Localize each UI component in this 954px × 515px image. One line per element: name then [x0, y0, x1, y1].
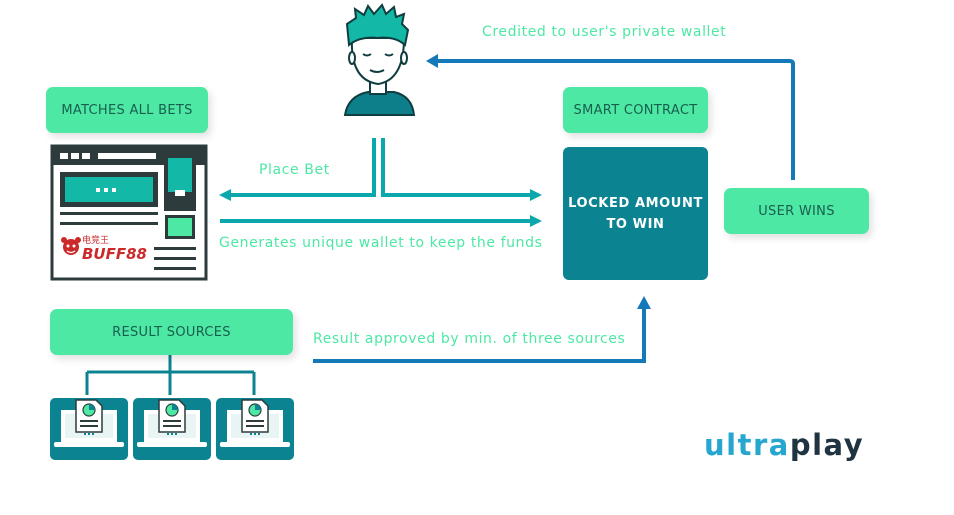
- laptop-document-icon: [50, 398, 128, 460]
- locked-amount-node: LOCKED AMOUNT TO WIN: [563, 147, 708, 280]
- svg-text:BUFF88: BUFF88: [82, 245, 147, 263]
- place-bet-arrow: [230, 138, 376, 197]
- bet-to-contract-arrow: [381, 138, 532, 197]
- source-laptop-1: [50, 398, 128, 464]
- source-laptop-2: [133, 398, 211, 464]
- locked-amount-line-1: LOCKED AMOUNT: [568, 195, 703, 211]
- locked-amount-line-2: TO WIN: [606, 216, 665, 232]
- ultraplay-logo: ultraplay: [704, 428, 864, 462]
- logo-play: play: [789, 428, 865, 462]
- laptop-document-icon: [133, 398, 211, 460]
- credited-arrow: [436, 59, 795, 180]
- matches-all-bets-node: MATCHES ALL BETS: [46, 87, 208, 133]
- svg-text:电竞王: 电竞王: [82, 234, 109, 246]
- generates-wallet-label: Generates unique wallet to keep the fund…: [219, 235, 543, 251]
- credited-label: Credited to user's private wallet: [482, 24, 727, 40]
- bet-to-contract-arrowhead: [530, 189, 542, 201]
- buff88-logo: 电竞王 BUFF88: [61, 234, 147, 263]
- result-approved-label: Result approved by min. of three sources: [313, 331, 626, 347]
- source-laptop-3: [216, 398, 294, 464]
- result-approved-arrowhead: [637, 296, 651, 309]
- logo-ultra: ultra: [704, 428, 790, 462]
- user-wins-node: USER WINS: [724, 188, 869, 234]
- smart-contract-node: SMART CONTRACT: [563, 87, 708, 133]
- betting-platform-window: 电竞王 BUFF88: [50, 144, 208, 281]
- place-bet-label: Place Bet: [259, 162, 330, 178]
- result-sources-connectors: [85, 355, 256, 395]
- laptop-document-icon: [216, 398, 294, 460]
- place-bet-arrowhead: [219, 189, 231, 201]
- credited-arrowhead: [426, 54, 438, 68]
- result-sources-node: RESULT SOURCES: [50, 309, 293, 355]
- generates-wallet-arrowhead: [530, 215, 542, 227]
- user-avatar-icon: [343, 3, 416, 116]
- result-approved-arrow: [313, 308, 646, 363]
